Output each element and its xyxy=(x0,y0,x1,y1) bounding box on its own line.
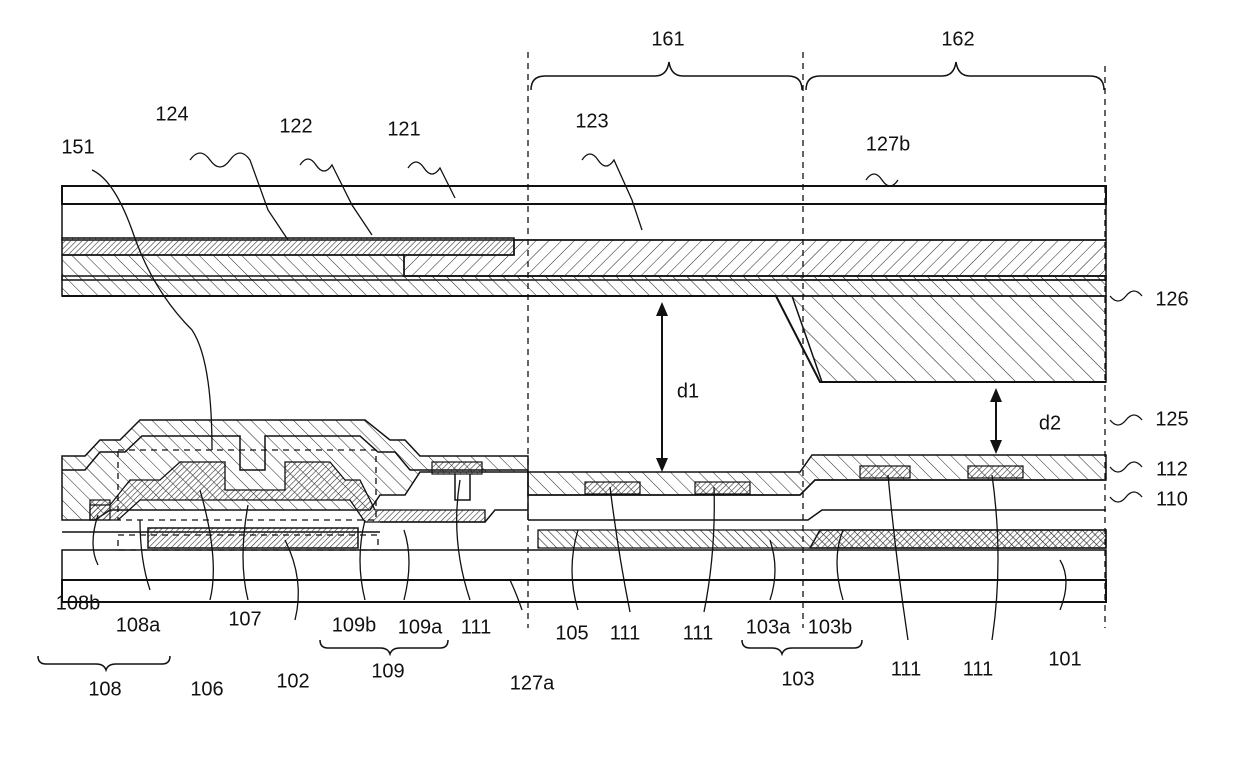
label-111-e: 111 xyxy=(963,658,993,680)
label-122: 122 xyxy=(279,115,312,137)
label-103b: 103b xyxy=(808,616,853,638)
label-103a: 103a xyxy=(746,616,791,638)
label-109: 109 xyxy=(371,660,404,682)
label-162: 162 xyxy=(941,28,974,50)
label-123: 123 xyxy=(575,110,608,132)
label-105: 105 xyxy=(555,622,588,644)
label-111-a: 111 xyxy=(461,616,491,638)
gate-electrode-102 xyxy=(148,528,358,548)
label-121: 121 xyxy=(387,118,420,140)
spacer-126 xyxy=(776,296,1106,382)
label-112: 112 xyxy=(1156,458,1188,480)
label-109a: 109a xyxy=(398,616,443,638)
label-102: 102 xyxy=(276,670,309,692)
label-127a: 127a xyxy=(510,672,555,694)
label-151: 151 xyxy=(61,136,94,158)
label-111-c: 111 xyxy=(683,622,713,644)
group-braces xyxy=(38,640,862,670)
label-d2: d2 xyxy=(1039,412,1061,434)
black-matrix-122 xyxy=(62,238,514,255)
label-125: 125 xyxy=(1155,408,1188,430)
tft-substrate xyxy=(62,420,1106,602)
label-103: 103 xyxy=(781,668,814,690)
label-d1: d1 xyxy=(677,380,699,402)
label-101: 101 xyxy=(1048,648,1081,670)
counter-substrate xyxy=(62,186,1106,382)
label-108b: 108b xyxy=(56,592,101,614)
label-161: 161 xyxy=(651,28,684,50)
label-127b: 127b xyxy=(866,133,911,155)
label-111-d: 111 xyxy=(891,658,921,680)
leader-lines xyxy=(92,153,1142,640)
overcoat-124-lower xyxy=(62,276,1106,296)
label-108: 108 xyxy=(88,678,121,700)
label-107: 107 xyxy=(228,608,261,630)
label-106: 106 xyxy=(190,678,223,700)
label-108a: 108a xyxy=(116,614,161,636)
electrode-105 xyxy=(538,530,1106,548)
label-111-b: 111 xyxy=(610,622,640,644)
label-110: 110 xyxy=(1156,488,1188,510)
label-124: 124 xyxy=(155,103,188,125)
label-126: 126 xyxy=(1155,288,1188,310)
label-109b: 109b xyxy=(332,614,377,636)
